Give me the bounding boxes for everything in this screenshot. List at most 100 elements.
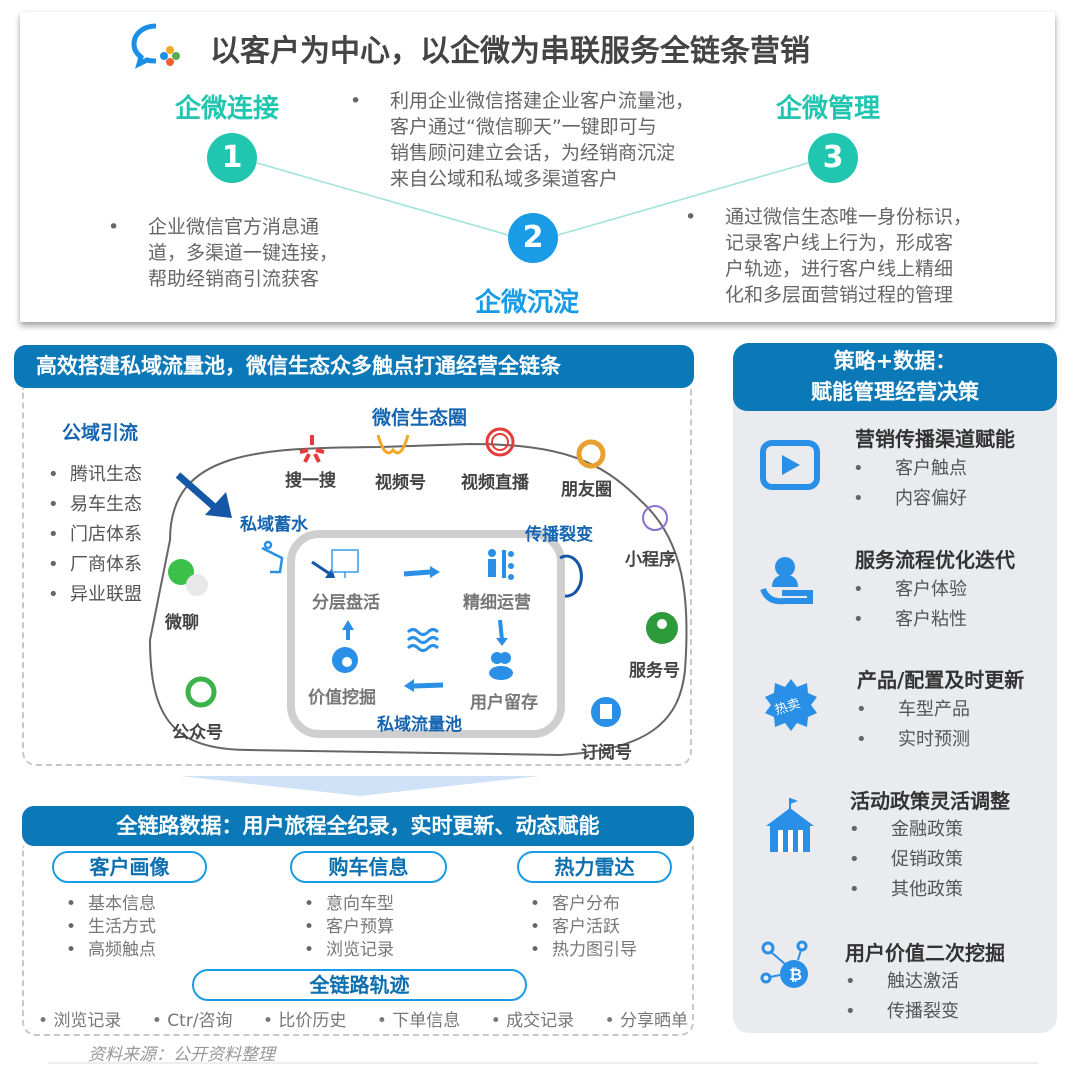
list-item: 金融政策 — [849, 815, 963, 845]
strategy-section-title: 营销传播渠道赋能 — [855, 427, 1015, 451]
group-purchase-info: 购车信息 — [290, 851, 447, 883]
step-1-title: 企微连接 — [175, 94, 280, 124]
ecosystem-diagram — [148, 427, 688, 757]
source-note: 资料来源：公开资料整理 — [88, 1045, 275, 1065]
public-traffic-title: 公域引流 — [62, 422, 139, 444]
footer-divider — [48, 1062, 1038, 1064]
touchpoint-subscription: 订阅号 — [581, 743, 632, 763]
group-heat-radar: 热力雷达 — [517, 851, 672, 883]
cycle-arrow-right — [403, 569, 431, 577]
private-pool-label: 私域流量池 — [377, 715, 462, 735]
strategy-section-list: 客户触点 内容偏好 — [853, 454, 967, 514]
touchpoint-wechat-chat: 微聊 — [165, 613, 199, 633]
strategy-section-list: 触达激活 传播裂变 — [845, 967, 959, 1027]
svg-text:₿: ₿ — [789, 965, 802, 984]
heat-radar-list: 客户分布 客户活跃 热力图引导 — [530, 893, 637, 962]
viral-loop-arrow — [559, 554, 583, 598]
track-item: • 下单信息 — [376, 1011, 461, 1031]
public-traffic-list: 腾讯生态 易车生态 门店体系 厂商体系 异业联盟 — [48, 460, 142, 610]
strategy-title-line2: 赋能管理经营决策 — [811, 380, 979, 404]
private-pool-box — [22, 388, 692, 766]
down-chevron-icon — [180, 776, 540, 796]
desc-line: 利用企业微信搭建企业客户流量池， — [390, 90, 695, 112]
list-item: 厂商体系 — [48, 550, 142, 580]
step-3-title: 企微管理 — [776, 94, 881, 124]
desc-line: 来自公域和私域多渠道客户 — [390, 168, 619, 190]
list-item: 内容偏好 — [853, 484, 967, 514]
hot-sale-badge-icon — [765, 679, 817, 731]
strategy-section-title: 服务流程优化迭代 — [855, 548, 1015, 572]
desc-line: 通过微信生态唯一身份标识， — [725, 206, 973, 228]
touchpoint-service-account: 服务号 — [629, 661, 680, 681]
step-2-badge: 2 — [508, 213, 558, 263]
waves-icon — [406, 628, 440, 652]
list-item: 浏览记录 — [304, 939, 394, 962]
strategy-title-line1: 策略+数据： — [833, 349, 957, 373]
fine-operation-icon — [488, 549, 514, 580]
full-chain-track-title: 全链路轨迹 — [192, 969, 527, 1001]
full-chain-box — [22, 846, 694, 1036]
touchpoint-official-account: 公众号 — [172, 723, 223, 743]
step-1-badge: 1 — [207, 133, 257, 183]
pool-frame — [287, 530, 565, 738]
desc-line: 化和多层面营销过程的管理 — [725, 284, 954, 306]
track-items: • 浏览记录 • Ctr/咨询 • 比价历史 • 下单信息 • 成交记录 • 分… — [38, 1006, 688, 1031]
strategy-section-list: 客户体验 客户粘性 — [853, 575, 967, 635]
desc-line: 企业微信官方消息通 — [148, 216, 320, 238]
step-3-badge: 3 — [808, 133, 858, 183]
list-item: 门店体系 — [48, 520, 142, 550]
customer-profile-list: 基本信息 生活方式 高频触点 — [66, 893, 156, 962]
private-pool-header: 高效搭建私域流量池，微信生态众多触点打通经营全链条 — [14, 345, 694, 388]
strategy-section-title: 产品/配置及时更新 — [857, 668, 1025, 692]
list-item: 生活方式 — [66, 916, 156, 939]
wecom-logo-icon — [131, 23, 180, 69]
track-item: • 比价历史 — [262, 1011, 347, 1031]
step-2-title: 企微沉淀 — [475, 288, 580, 318]
step-2-desc: • 利用企业微信搭建企业客户流量池， 客户通过“微信聊天”一键即可与 销售顾问建… — [350, 90, 695, 190]
ecosystem-ellipse — [148, 442, 688, 757]
step-connector-lines — [256, 162, 809, 236]
desc-line: 客户通过“微信聊天”一键即可与 — [390, 116, 657, 138]
touchpoint-moments: 朋友圈 — [561, 480, 612, 500]
strategy-section-title: 活动政策灵活调整 — [850, 789, 1010, 813]
list-item: 车型产品 — [856, 695, 970, 725]
ecosystem-title: 微信生态圈 — [372, 407, 468, 429]
event-tent-icon — [766, 798, 814, 852]
desc-line: 记录客户线上行为，形成客 — [725, 232, 954, 254]
user-retention-icon — [489, 652, 513, 680]
top-card — [20, 12, 1055, 322]
desc-line: 户轨迹，进行客户线上精细 — [725, 258, 954, 280]
strategy-section-list: 车型产品 实时预测 — [856, 695, 970, 755]
strategy-header: 策略+数据： 赋能管理经营决策 — [733, 343, 1057, 411]
touchpoint-mini-program: 小程序 — [625, 550, 676, 570]
list-item: 客户分布 — [530, 893, 637, 916]
cycle-arrow-left — [413, 682, 444, 689]
list-item: 客户预算 — [304, 916, 394, 939]
list-item: 促销政策 — [849, 845, 963, 875]
desc-line: 帮助经销商引流获客 — [148, 268, 320, 290]
live-icon — [485, 427, 515, 457]
tiered-activation-icon — [331, 549, 359, 578]
step-1-desc: • 企业微信官方消息通 道，多渠道一键连接， 帮助经销商引流获客 — [108, 216, 339, 290]
list-item: 客户活跃 — [530, 916, 637, 939]
purchase-info-list: 意向车型 客户预算 浏览记录 — [304, 893, 394, 962]
list-item: 热力图引导 — [530, 939, 637, 962]
list-item: 高频触点 — [66, 939, 156, 962]
track-item: • 浏览记录 — [38, 1011, 122, 1031]
cycle-tiered-activation: 分层盘活 — [312, 593, 380, 613]
cycle-user-retention: 用户留存 — [470, 693, 538, 713]
viral-label: 传播裂变 — [525, 525, 593, 545]
list-item: 客户触点 — [853, 454, 967, 484]
channels-icon — [376, 434, 410, 455]
moments-icon — [576, 439, 606, 469]
cycle-arrow-down — [498, 619, 504, 641]
strategy-section-list: 金融政策 促销政策 其他政策 — [849, 815, 963, 905]
list-item: 其他政策 — [849, 875, 963, 905]
touchpoint-live: 视频直播 — [461, 473, 529, 493]
cycle-value-mining: 价值挖掘 — [308, 688, 376, 708]
page-title: 以客户为中心，以企微为串联服务全链条营销 — [210, 34, 810, 69]
cycle-fine-operation: 精细运营 — [463, 593, 531, 613]
list-item: 易车生态 — [48, 490, 142, 520]
list-item: 基本信息 — [66, 893, 156, 916]
sou-yi-sou-icon — [299, 435, 325, 463]
